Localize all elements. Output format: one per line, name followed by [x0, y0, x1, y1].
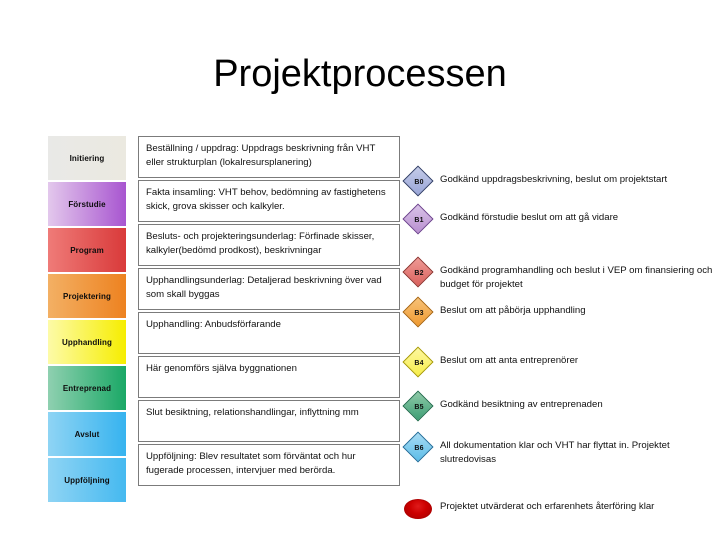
milestone-diamond-icon[interactable]: B3	[402, 296, 436, 328]
phase-label: Initiering	[69, 153, 105, 163]
phase-description-text: Uppföljning: Blev resultatet som förvänt…	[146, 451, 356, 476]
milestone-code: B3	[414, 309, 424, 317]
milestone-diamond-icon[interactable]: B2	[402, 256, 436, 288]
milestone-row[interactable]: Projektet utvärderat och erfarenhets åte…	[402, 494, 720, 524]
phase-description-box[interactable]: Beställning / uppdrag: Uppdrags beskrivn…	[138, 136, 400, 178]
phase-description-box[interactable]: Besluts- och projekteringsunderlag: Förf…	[138, 224, 400, 266]
phase-box[interactable]: Projektering	[48, 274, 126, 318]
milestone-code: B4	[414, 359, 424, 367]
phase-label: Uppföljning	[64, 475, 110, 485]
milestone-text: All dokumentation klar och VHT har flytt…	[440, 440, 670, 465]
phase-description-text: Slut besiktning, relationshandlingar, in…	[146, 407, 359, 418]
milestone-code: B5	[414, 403, 424, 411]
phase-description-box[interactable]: Uppföljning: Blev resultatet som förvänt…	[138, 444, 400, 486]
milestone-diamond-icon[interactable]: B6	[402, 431, 436, 463]
phase-box[interactable]: Upphandling	[48, 320, 126, 364]
phase-description-box[interactable]: Upphandlingsunderlag: Detaljerad beskriv…	[138, 268, 400, 310]
milestone-row[interactable]: B6 All dokumentation klar och VHT har fly…	[402, 431, 720, 466]
phase-label: Entreprenad	[62, 383, 112, 393]
milestone-row[interactable]: B4 Beslut om att anta entreprenörer	[402, 346, 720, 378]
phase-description-text: Här genomförs själva byggnationen	[146, 363, 297, 374]
milestone-row[interactable]: B2 Godkänd programhandling och beslut i V…	[402, 256, 720, 291]
milestone-code: B0	[414, 178, 424, 186]
phase-description-box[interactable]: Fakta insamling: VHT behov, bedömning av…	[138, 180, 400, 222]
milestone-code: B6	[414, 444, 424, 452]
phase-label: Program	[70, 245, 104, 255]
phase-label: Förstudie	[68, 199, 106, 209]
milestone-row[interactable]: B3 Beslut om att påbörja upphandling	[402, 296, 720, 328]
phase-box[interactable]: Avslut	[48, 412, 126, 456]
milestone-diamond-icon[interactable]: B0	[402, 165, 436, 197]
page-title: Projektprocessen	[213, 53, 507, 95]
phase-box[interactable]: Förstudie	[48, 182, 126, 226]
milestone-diamond-icon[interactable]: B5	[402, 390, 436, 422]
milestone-text: Godkänd uppdragsbeskrivning, beslut om p…	[440, 174, 668, 185]
milestone-diamond-icon[interactable]: B4	[402, 346, 436, 378]
phase-description-text: Upphandlingsunderlag: Detaljerad beskriv…	[146, 275, 382, 300]
milestone-code: B1	[414, 216, 424, 224]
phase-box[interactable]: Entreprenad	[48, 366, 126, 410]
milestone-text: Godkänd programhandling och beslut i VEP…	[440, 265, 713, 290]
phase-box[interactable]: Initiering	[48, 136, 126, 180]
milestone-text: Beslut om att påbörja upphandling	[440, 305, 586, 316]
phase-box[interactable]: Program	[48, 228, 126, 272]
phase-description-box[interactable]: Upphandling: Anbudsförfarande	[138, 312, 400, 354]
milestone-row[interactable]: B5 Godkänd besiktning av entreprenaden	[402, 390, 720, 422]
phase-label: Avslut	[74, 429, 100, 439]
phase-description-text: Besluts- och projekteringsunderlag: Förf…	[146, 231, 375, 256]
ellipse-shape	[404, 499, 432, 519]
phase-description-text: Fakta insamling: VHT behov, bedömning av…	[146, 187, 386, 212]
milestone-ellipse-icon[interactable]	[402, 494, 436, 524]
phase-label: Upphandling	[62, 337, 112, 347]
phase-label: Projektering	[63, 291, 111, 301]
phase-box[interactable]: Uppföljning	[48, 458, 126, 502]
milestone-text: Projektet utvärderat och erfarenhets åte…	[440, 501, 655, 512]
milestone-row[interactable]: B1 Godkänd förstudie beslut om att gå vid…	[402, 203, 720, 235]
phase-description-text: Upphandling: Anbudsförfarande	[146, 319, 281, 330]
milestone-row[interactable]: B0 Godkänd uppdragsbeskrivning, beslut om…	[402, 165, 720, 197]
milestone-text: Beslut om att anta entreprenörer	[440, 355, 579, 366]
milestone-diamond-icon[interactable]: B1	[402, 203, 436, 235]
phase-description-box[interactable]: Slut besiktning, relationshandlingar, in…	[138, 400, 400, 442]
phase-description-text: Beställning / uppdrag: Uppdrags beskrivn…	[146, 143, 376, 168]
milestone-text: Godkänd förstudie beslut om att gå vidar…	[440, 212, 619, 223]
milestone-code: B2	[414, 269, 424, 277]
milestone-text: Godkänd besiktning av entreprenaden	[440, 399, 603, 410]
phase-description-box[interactable]: Här genomförs själva byggnationen	[138, 356, 400, 398]
